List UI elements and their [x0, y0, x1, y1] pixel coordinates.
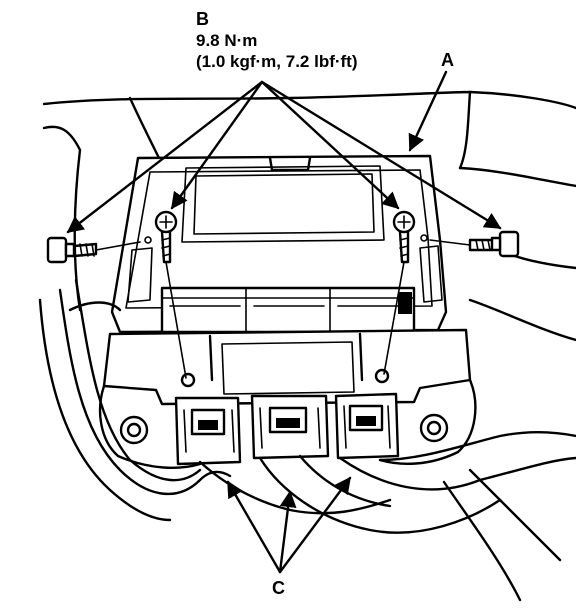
screw-top-right — [383, 210, 416, 375]
leader-line-a — [408, 70, 448, 152]
leader-lines-c — [226, 476, 352, 574]
lower-bracket — [98, 328, 477, 470]
screw-side-left — [46, 236, 152, 264]
leader-lines-b — [66, 80, 502, 234]
callout-a-label: A — [441, 50, 454, 70]
screw-side-right — [420, 230, 520, 258]
wire-harness — [38, 278, 576, 602]
torque-spec-alt: (1.0 kgf·m, 7.2 lbf·ft) — [196, 52, 358, 71]
control-unit-a — [110, 154, 448, 334]
connector-center — [250, 394, 330, 460]
callout-c-label: C — [272, 578, 285, 598]
connector-right — [334, 392, 400, 460]
torque-spec-nm: 9.8 N·m — [196, 31, 258, 50]
callout-b-label: B — [196, 9, 209, 29]
connector-left — [174, 396, 242, 466]
screw-top-left — [154, 210, 187, 379]
